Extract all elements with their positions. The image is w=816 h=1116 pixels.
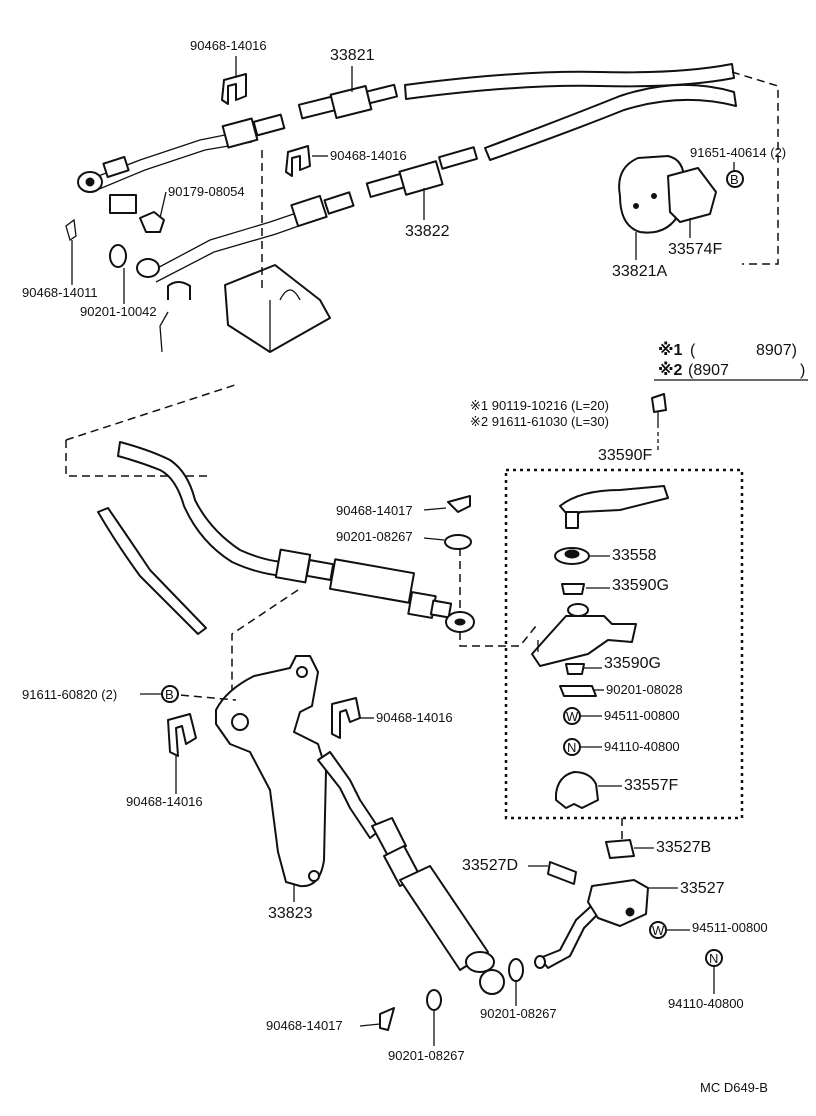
label-94511-00800-b: 94511-00800	[692, 920, 768, 935]
label-94110-40800-b: 94110-40800	[668, 996, 744, 1011]
label-90468-14017-bot: 90468-14017	[266, 1018, 343, 1033]
badge-b-top-text: B	[730, 172, 739, 187]
label-33822: 33822	[405, 223, 450, 240]
label-94511-00800-a: 94511-00800	[604, 708, 680, 723]
badge-w-b-text: W	[652, 923, 665, 938]
legend-row1-mark: ※1	[658, 341, 683, 359]
upper-cable-assembly	[65, 63, 779, 353]
badge-n-b-text: N	[709, 951, 718, 966]
legend-row2-open: (8907	[688, 362, 729, 379]
legend-row1-close: 8907)	[756, 342, 797, 359]
label-90201-08028: 90201-08028	[606, 682, 683, 697]
label-90468-14016-top: 90468-14016	[190, 38, 267, 53]
label-90201-08267-mid: 90201-08267	[336, 529, 413, 544]
label-90468-14016-mid: 90468-14016	[330, 148, 407, 163]
legend-row2-close: )	[800, 362, 805, 379]
shift-lever-assembly: ※1 90119-10216 (L=20) ※2 91611-61030 (L=…	[470, 393, 744, 859]
label-90468-14011: 90468-14011	[22, 285, 98, 300]
label-33590F: 33590F	[598, 447, 652, 464]
badge-w-a-text: W	[566, 709, 579, 724]
label-33557F: 33557F	[624, 777, 678, 794]
badge-b-top	[726, 170, 744, 188]
label-33821: 33821	[330, 47, 375, 64]
label-33821A: 33821A	[612, 263, 667, 280]
label-33527B: 33527B	[656, 839, 711, 856]
note-bolt-1: ※1 90119-10216 (L=20)	[470, 398, 609, 413]
label-91611-60820: 91611-60820 (2)	[22, 687, 117, 702]
label-33558: 33558	[612, 547, 657, 564]
label-90201-08267-bot2: 90201-08267	[388, 1048, 465, 1063]
legend-row1-open: (	[690, 342, 696, 359]
label-90201-10042: 90201-10042	[80, 304, 157, 319]
label-33574F: 33574F	[668, 241, 722, 258]
label-33590G-a: 33590G	[612, 577, 669, 594]
label-94110-40800-a: 94110-40800	[604, 739, 680, 754]
label-33527D: 33527D	[462, 857, 518, 874]
label-33823: 33823	[268, 905, 313, 922]
label-33590G-b: 33590G	[604, 655, 661, 672]
legend-row2-mark: ※2	[658, 361, 683, 379]
lower-cable-assembly: B W N 90468-14017 90201-08267 91611-6082…	[22, 383, 768, 1063]
label-90179-08054: 90179-08054	[168, 184, 245, 199]
label-90468-14016-left: 90468-14016	[126, 794, 203, 809]
label-90201-08267-bot: 90201-08267	[480, 1006, 557, 1021]
label-90468-14016-right: 90468-14016	[376, 710, 453, 725]
badge-n-a-text: N	[567, 740, 576, 755]
note-bolt-2: ※2 91611-61030 (L=30)	[470, 414, 609, 429]
legend: ※1 ( 8907) ※2 (8907 )	[654, 341, 808, 381]
label-90468-14017-mid: 90468-14017	[336, 503, 413, 518]
label-33527: 33527	[680, 880, 725, 897]
badge-b-mid-text: B	[165, 687, 174, 702]
footer-code: MC D649-B	[700, 1080, 768, 1095]
label-91651-40614: 91651-40614 (2)	[690, 145, 786, 160]
upper-labels: 33821 90468-14016 90468-14016 90179-0805…	[22, 38, 786, 319]
